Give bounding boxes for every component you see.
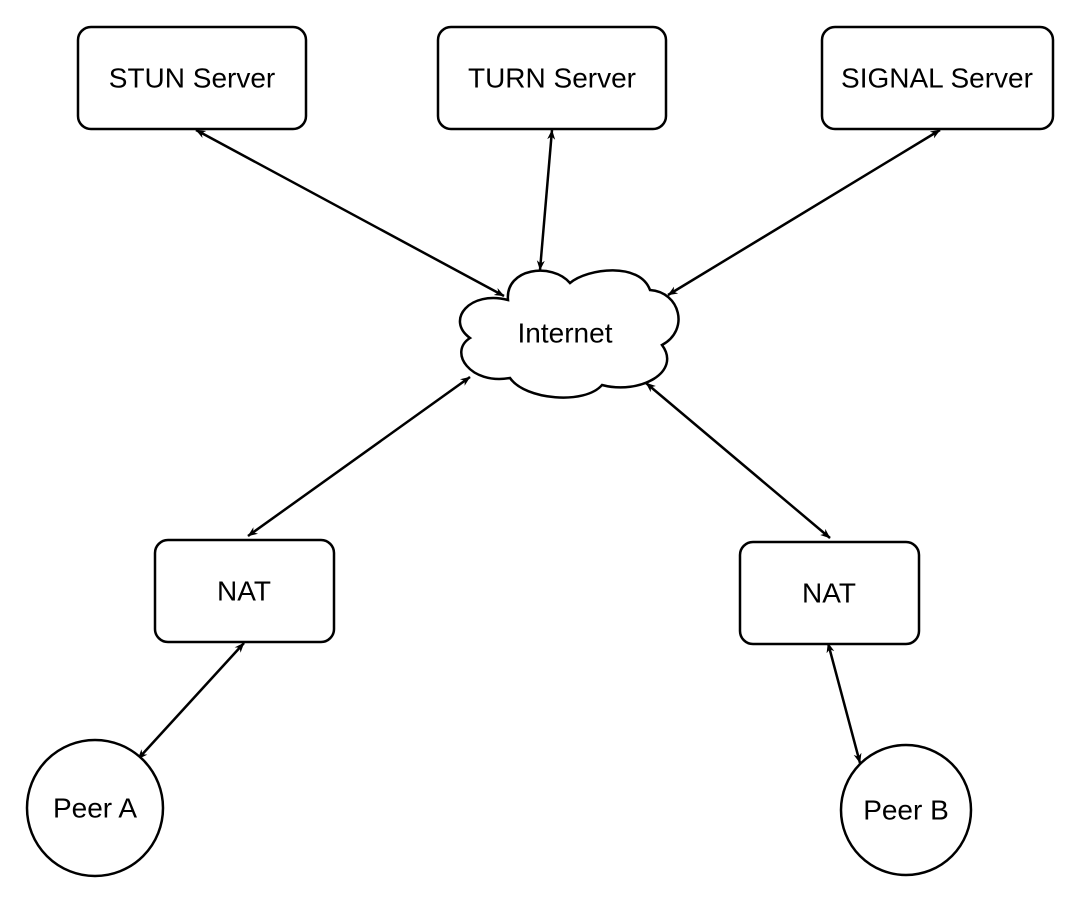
nat-right-label: NAT [802,578,856,609]
edge-stun-internet [195,128,505,298]
peer-b-label: Peer B [863,795,949,826]
nat-left-node: NAT [153,538,336,644]
turn-server-label: TURN Server [468,63,636,94]
edge-peer-a-nat-left [137,642,245,760]
stun-server-node: STUN Server [76,25,308,131]
edge-signal-internet [667,128,941,297]
edge-peer-b-nat-right [826,642,862,764]
internet-label: Internet [518,318,613,349]
edge-nat-left-internet [247,375,471,538]
signal-server-node: SIGNAL Server [820,25,1055,131]
stun-server-label: STUN Server [109,63,275,94]
turn-server-node: TURN Server [436,25,668,131]
peer-a-node: Peer A [25,738,165,878]
nat-right-node: NAT [738,540,921,646]
peer-b-node: Peer B [839,743,973,877]
internet-cloud-node: Internet [458,269,680,399]
cloud-icon [458,269,680,399]
nat-left-label: NAT [217,576,271,607]
signal-server-label: SIGNAL Server [841,63,1033,94]
edge-turn-internet [536,129,556,271]
edge-nat-right-internet [645,382,831,539]
peer-a-label: Peer A [53,793,137,824]
